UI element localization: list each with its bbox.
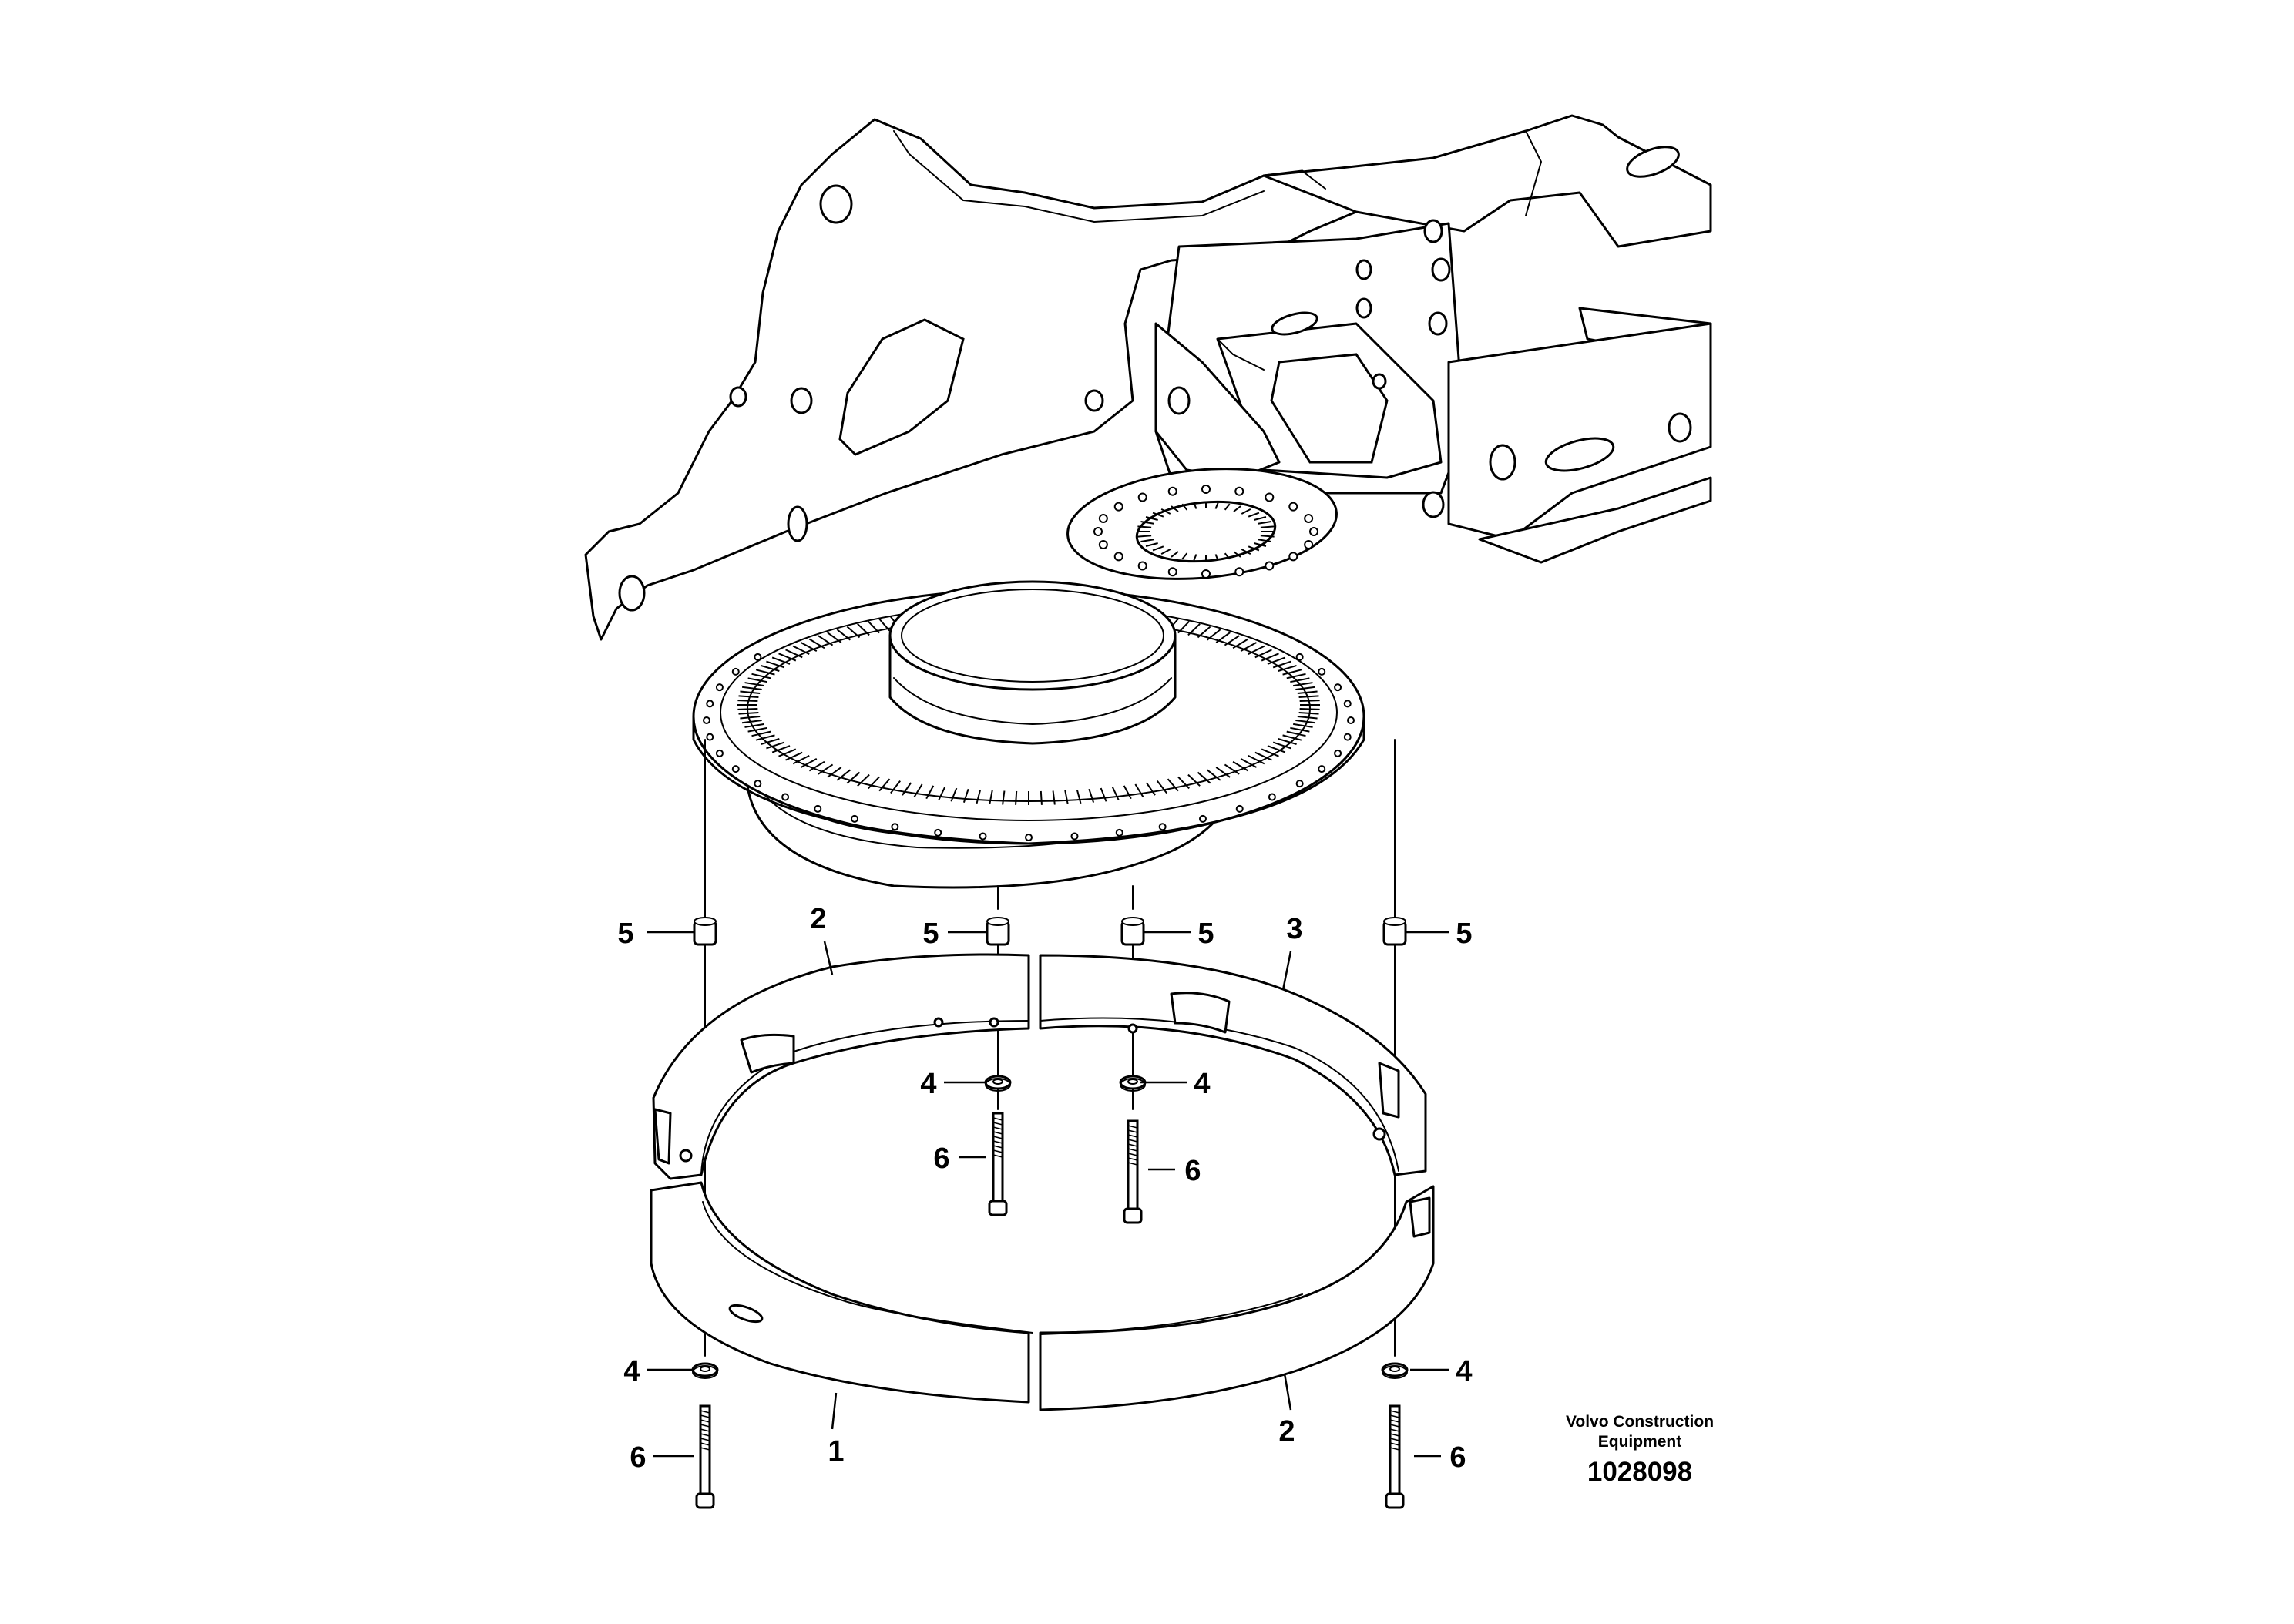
callout-5-center-left: 5 <box>922 918 939 950</box>
upper-frame <box>584 114 1712 641</box>
callout-2-top: 2 <box>810 903 826 935</box>
swing-bearing <box>692 468 1365 889</box>
callout-4-right: 4 <box>1456 1355 1472 1387</box>
callout-6-center-left: 6 <box>933 1143 949 1175</box>
callout-2-bottom: 2 <box>1278 1415 1295 1448</box>
cover-segment-1 <box>650 1181 1030 1404</box>
cover-segments <box>650 953 1435 1411</box>
hardware-parts <box>691 917 1409 1509</box>
callout-5-right: 5 <box>1456 918 1472 950</box>
cover-segment-2-lower <box>1039 1185 1435 1411</box>
callout-5-center-right: 5 <box>1197 918 1214 950</box>
cover-segment-3 <box>1039 954 1427 1176</box>
callout-4-left: 4 <box>623 1355 640 1387</box>
callout-1: 1 <box>828 1435 844 1468</box>
callout-labels: 5 2 5 5 3 5 4 4 6 6 4 4 6 1 2 6 <box>617 903 1472 1474</box>
flange-inner-teeth <box>1137 502 1275 561</box>
bearing-bolt-holes <box>703 653 1355 841</box>
cover-segment-2-upper <box>652 953 1030 1180</box>
callout-6-left: 6 <box>630 1441 646 1474</box>
manufacturer-line-1: Volvo Construction <box>1566 1413 1714 1431</box>
credit-block: Volvo Construction Equipment 1028098 <box>1566 1413 1714 1487</box>
callout-4-center-right: 4 <box>1194 1068 1210 1100</box>
callout-leaders <box>647 931 1449 1458</box>
callout-6-right: 6 <box>1449 1441 1466 1474</box>
flange-bolt-holes <box>1093 485 1318 579</box>
callout-5-left: 5 <box>617 918 633 950</box>
callout-4-center-left: 4 <box>920 1068 936 1100</box>
manufacturer-line-2: Equipment <box>1598 1433 1682 1451</box>
drawing-number: 1028098 <box>1587 1457 1692 1487</box>
callout-6-center-right: 6 <box>1184 1155 1201 1187</box>
callout-3: 3 <box>1286 913 1302 945</box>
